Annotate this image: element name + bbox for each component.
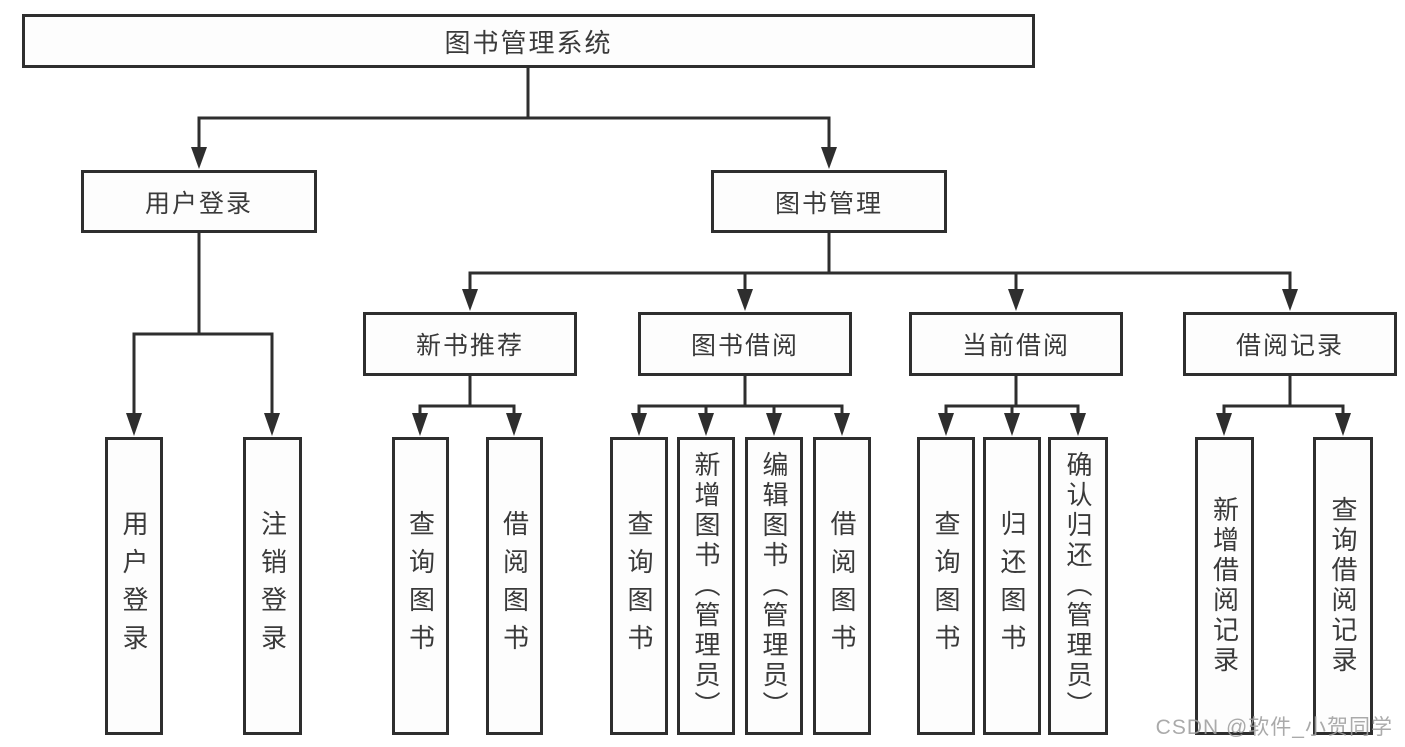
node-library-system: 图书管理系统 (22, 14, 1035, 68)
connector-new-book-recommend-to-leaves (412, 374, 522, 436)
leaf-label: 用户登录 (119, 510, 149, 662)
leaf-label: 归还图书 (997, 510, 1027, 662)
leaf-label: 注销登录 (257, 510, 288, 662)
node-label: 当前借阅 (961, 332, 1070, 360)
leaf-user-login: 用户登录 (105, 437, 163, 735)
leaf-query-books-borrow: 查询图书 (610, 437, 668, 735)
node-borrow-record: 借阅记录 (1183, 312, 1397, 376)
leaf-label: 查询图书 (931, 510, 961, 662)
leaf-label: 查询图书 (405, 510, 436, 662)
leaf-add-books-admin: 新增图书（管理员） (677, 437, 735, 735)
connector-user-login-to-leaves (126, 231, 280, 436)
leaf-borrow-books-recommend: 借阅图书 (486, 437, 543, 735)
node-label: 图书管理 (774, 189, 883, 218)
leaf-label: 借阅图书 (499, 510, 530, 662)
node-book-borrow: 图书借阅 (638, 312, 852, 376)
node-label: 借阅记录 (1235, 332, 1344, 360)
node-label: 用户登录 (144, 189, 253, 218)
leaf-borrow-books: 借阅图书 (813, 437, 871, 735)
leaf-label: 查询图书 (624, 510, 654, 662)
leaf-query-books-recommend: 查询图书 (392, 437, 449, 735)
node-label: 新书推荐 (415, 332, 524, 360)
leaf-label: 新增图书（管理员） (691, 451, 721, 721)
leaf-confirm-return-admin: 确认归还（管理员） (1048, 437, 1108, 735)
leaf-logout: 注销登录 (243, 437, 302, 735)
node-label: 图书借阅 (690, 332, 799, 360)
leaf-label: 确认归还（管理员） (1063, 451, 1093, 721)
connector-borrow-record-to-leaves (1216, 374, 1351, 436)
connector-book-borrow-to-leaves (631, 374, 850, 436)
leaf-query-books-current: 查询图书 (917, 437, 975, 735)
leaf-add-borrow-record: 新增借阅记录 (1195, 437, 1254, 735)
node-label: 图书管理系统 (444, 27, 613, 58)
leaf-query-borrow-record: 查询借阅记录 (1313, 437, 1373, 735)
node-current-borrow: 当前借阅 (909, 312, 1123, 376)
leaf-edit-books-admin: 编辑图书（管理员） (745, 437, 803, 735)
node-new-book-recommend: 新书推荐 (363, 312, 577, 376)
leaf-label: 新增借阅记录 (1209, 496, 1240, 676)
node-book-management: 图书管理 (711, 170, 947, 233)
leaf-label: 编辑图书（管理员） (759, 451, 789, 721)
csdn-watermark: CSDN @软件_小贺同学 (1155, 716, 1393, 739)
node-user-login: 用户登录 (81, 170, 317, 233)
leaf-return-books: 归还图书 (983, 437, 1041, 735)
leaf-label: 借阅图书 (827, 510, 857, 662)
connector-root-to-level2 (191, 66, 837, 169)
leaf-label: 查询借阅记录 (1328, 496, 1358, 676)
connector-current-borrow-to-leaves (938, 374, 1086, 436)
connector-book-management-to-level3 (462, 231, 1298, 311)
